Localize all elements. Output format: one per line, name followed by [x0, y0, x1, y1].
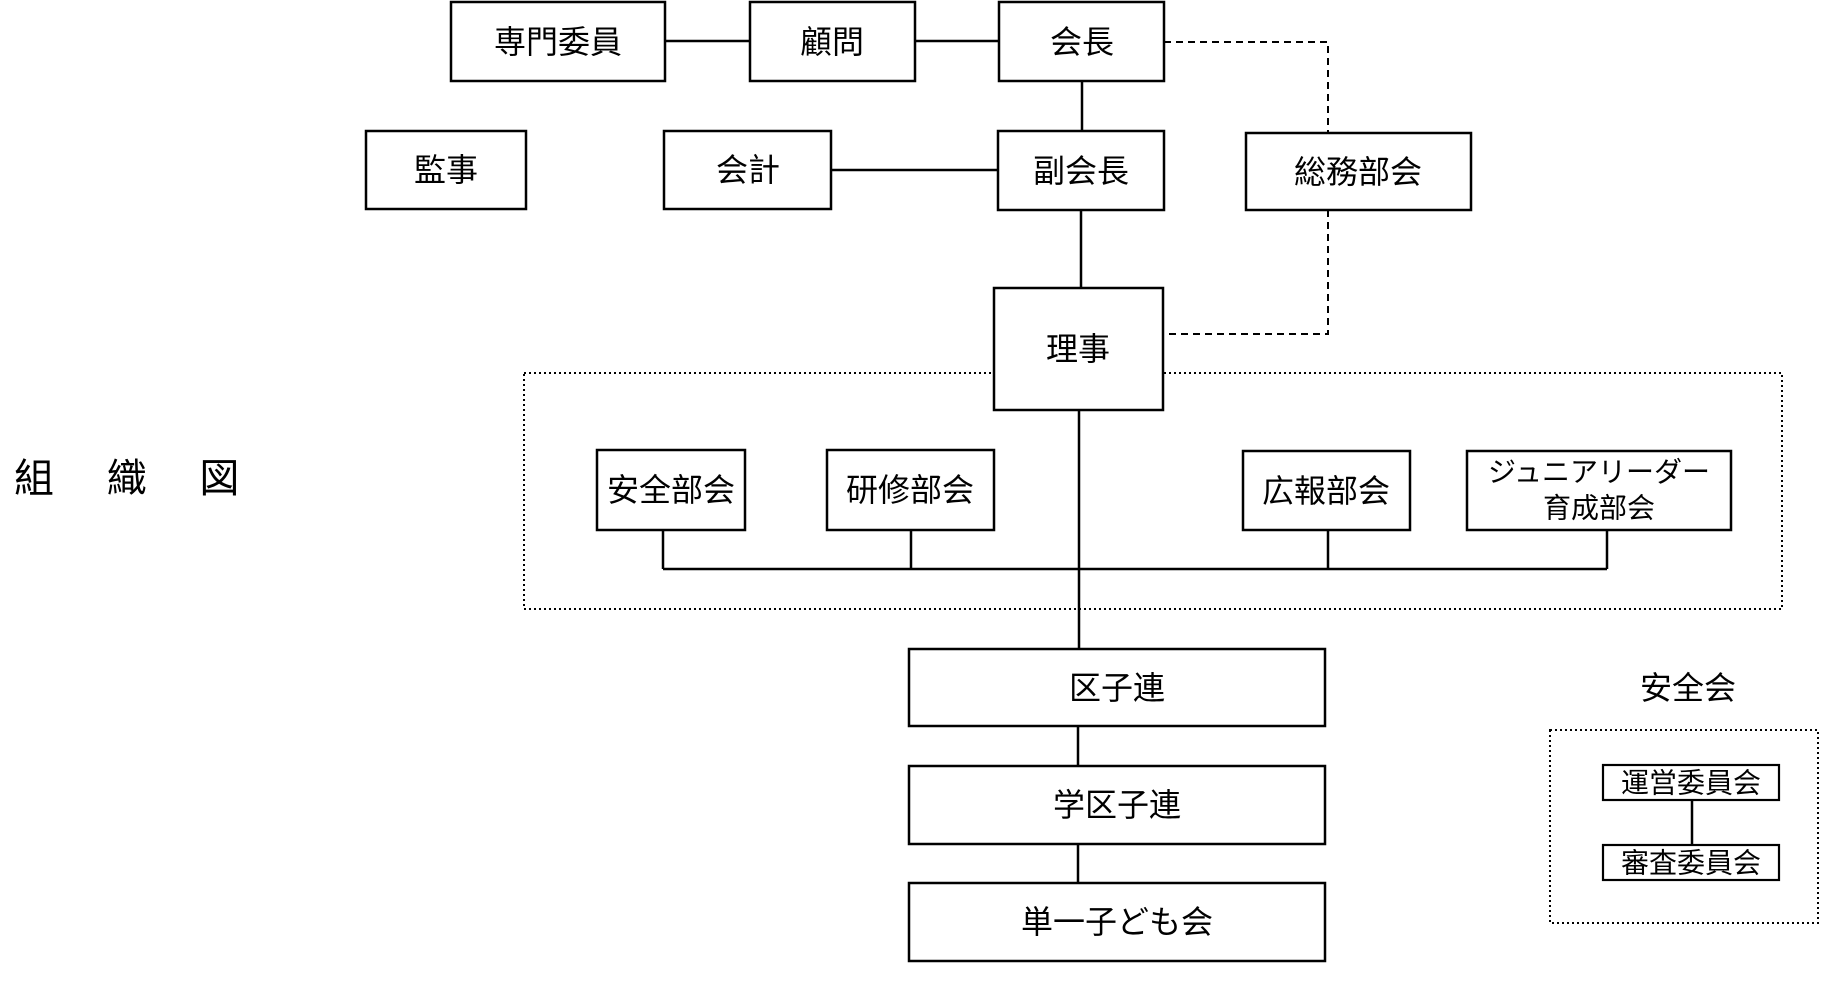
node-label: 審査委員会 — [1621, 847, 1761, 880]
node-senmon-iin: 専門委員 — [449, 0, 667, 83]
node-somu-bukai: 総務部会 — [1244, 131, 1473, 212]
dashed-connectors — [1164, 41, 1329, 335]
node-junior-bukai: ジュニアリーダー 育成部会 — [1465, 449, 1733, 532]
dashed-kaicho-somu — [1164, 41, 1329, 133]
node-tan-kodomokai: 単一子ども会 — [907, 881, 1327, 963]
node-label: 会長 — [1050, 23, 1114, 61]
node-komon: 顧問 — [748, 0, 917, 83]
node-unei-iinkai: 運営委員会 — [1601, 763, 1781, 802]
node-koho-bukai: 広報部会 — [1241, 449, 1412, 532]
node-label-line1: ジュニアリーダー — [1488, 456, 1710, 489]
chart-title: 組 織 図 — [14, 456, 259, 502]
node-label-line2: 育成部会 — [1543, 492, 1655, 525]
node-label: 安全部会 — [607, 471, 735, 509]
node-kukoren: 区子連 — [907, 647, 1327, 728]
anzenkai-frame — [1549, 729, 1819, 924]
node-label: 理事 — [1046, 330, 1110, 368]
dashed-somu-riji — [1164, 210, 1329, 335]
node-label: 広報部会 — [1262, 472, 1390, 510]
node-label: 運営委員会 — [1621, 767, 1761, 800]
node-label: 専門委員 — [494, 23, 622, 61]
node-anzen-bukai: 安全部会 — [595, 448, 747, 532]
node-kaicho: 会長 — [997, 0, 1166, 83]
node-label: 副会長 — [1033, 152, 1129, 190]
bukai-group-frame — [523, 372, 1783, 610]
node-label: 総務部会 — [1294, 153, 1422, 191]
node-label: 会計 — [716, 151, 780, 189]
node-kanji: 監事 — [364, 129, 528, 211]
node-label: 研修部会 — [846, 471, 974, 509]
node-kaikei: 会計 — [662, 129, 833, 211]
node-label: 監事 — [414, 151, 478, 189]
node-fukukaicho: 副会長 — [996, 129, 1166, 212]
node-kenshu-bukai: 研修部会 — [825, 448, 996, 532]
node-label: 単一子ども会 — [1021, 903, 1213, 941]
node-label: 学区子連 — [1053, 786, 1181, 824]
node-shinsa-iinkai: 審査委員会 — [1601, 843, 1781, 882]
node-riji: 理事 — [992, 286, 1165, 412]
node-gakku-kukoren: 学区子連 — [907, 764, 1327, 846]
node-label: 区子連 — [1069, 669, 1165, 707]
node-label: 顧問 — [800, 23, 864, 61]
anzenkai-heading: 安全会 — [1640, 669, 1736, 707]
connectors — [661, 39, 1694, 883]
